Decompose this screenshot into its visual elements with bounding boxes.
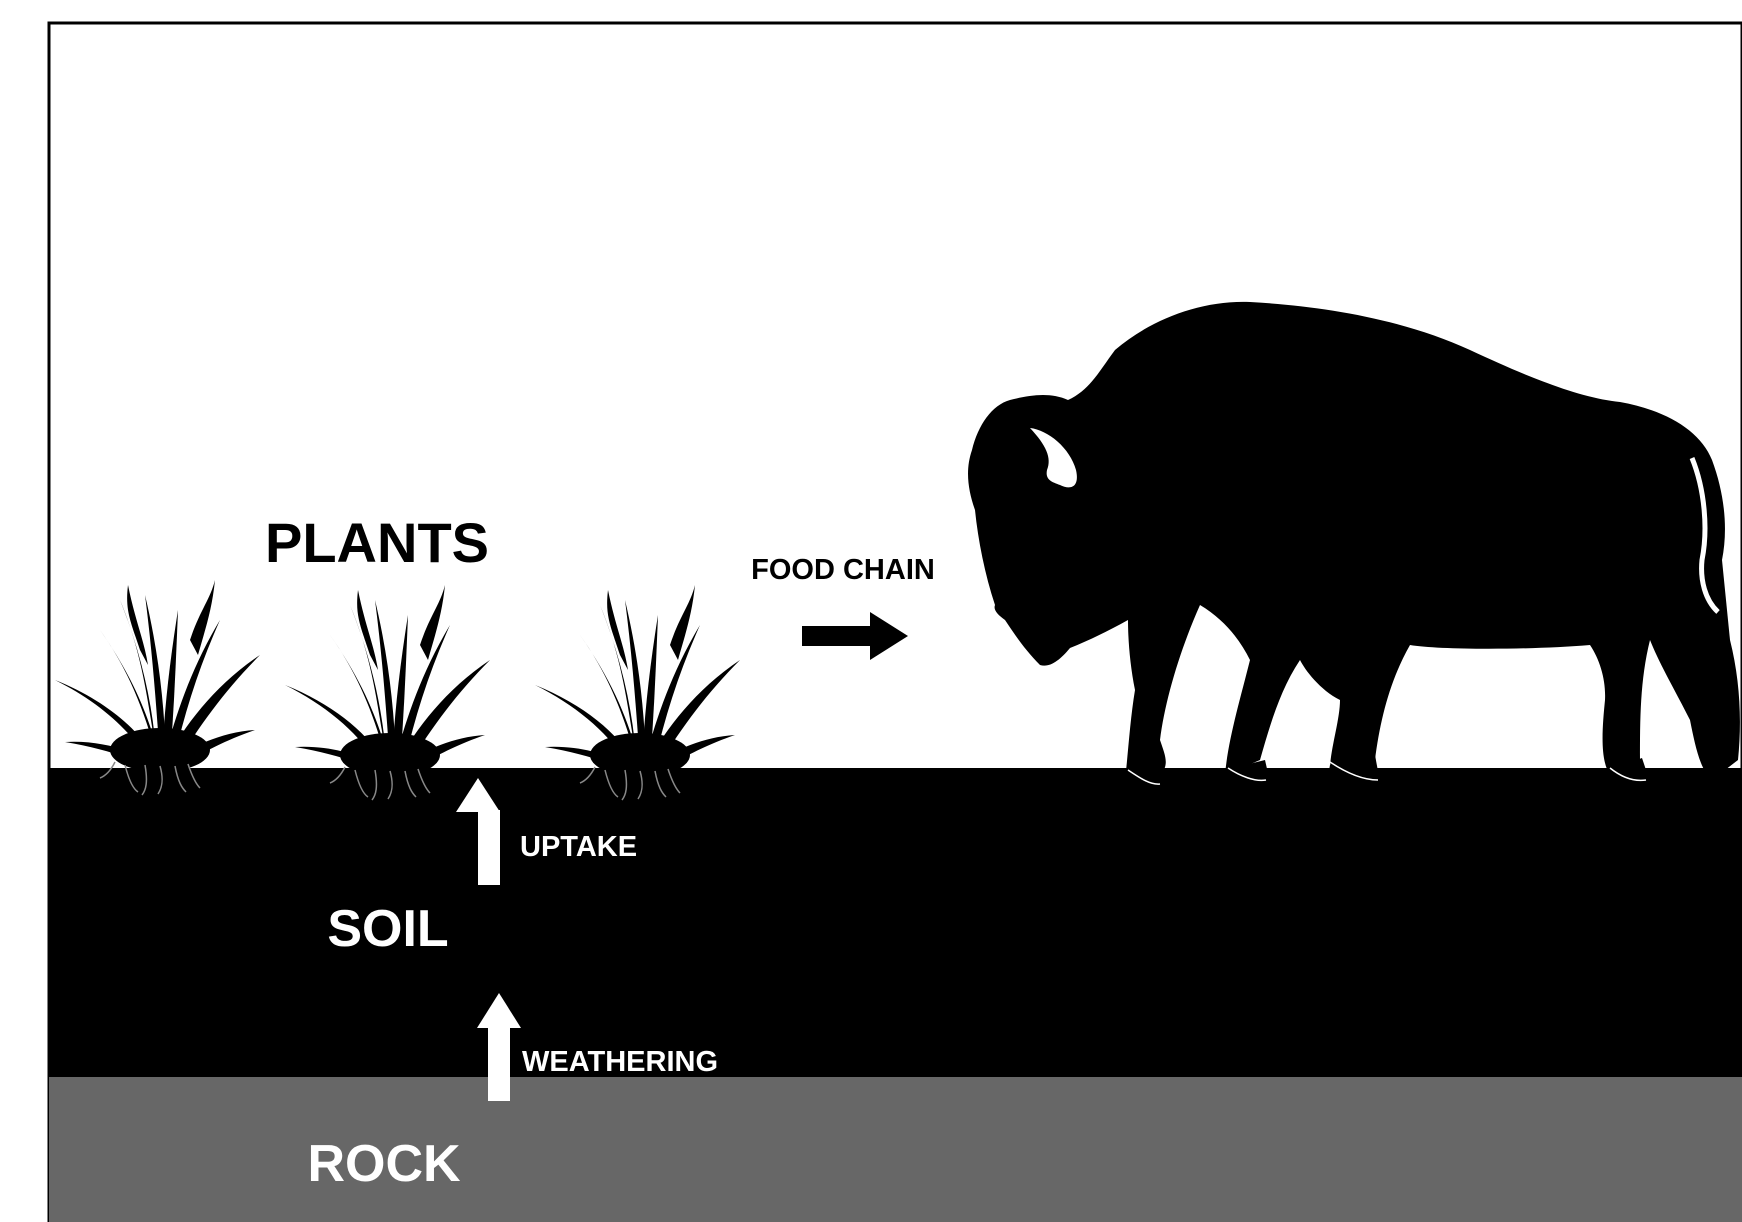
- uptake-label: UPTAKE: [520, 831, 637, 863]
- soil-layer: [49, 768, 1742, 1077]
- rock-label: ROCK: [307, 1135, 461, 1193]
- weathering-label: WEATHERING: [522, 1046, 718, 1078]
- soil-label: SOIL: [327, 900, 448, 958]
- rock-layer: [49, 1077, 1742, 1222]
- food-chain-label: FOOD CHAIN: [751, 554, 935, 586]
- plants-label: PLANTS: [265, 511, 489, 574]
